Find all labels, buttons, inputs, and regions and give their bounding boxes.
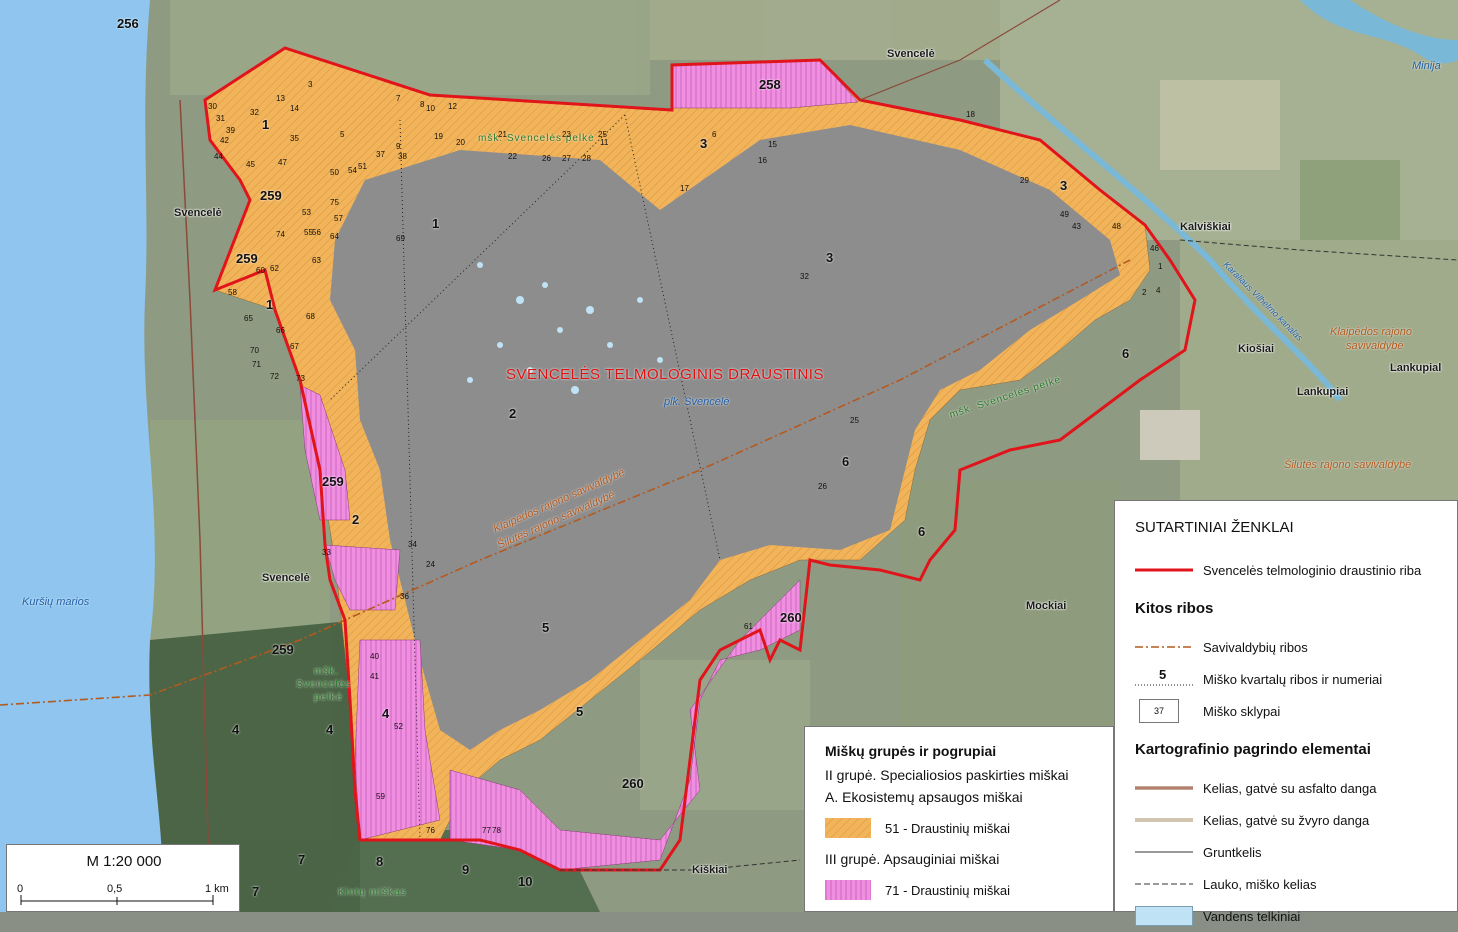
- legend-municipal-label: Savivaldybių ribos: [1203, 639, 1308, 655]
- legend-water: Vandens telkiniai: [1135, 900, 1437, 932]
- asphalt-road-symbol: [1135, 786, 1193, 790]
- legend-stand-box: 37: [1139, 699, 1179, 723]
- legend-road-asphalt-label: Kelias, gatvė su asfalto danga: [1203, 780, 1377, 796]
- quarter-line-symbol: [1135, 684, 1193, 686]
- legend-other-bounds: Kitos ribos: [1135, 600, 1214, 617]
- legend-quarters: 5 Miško kvartalų ribos ir numeriai: [1135, 663, 1437, 695]
- legend-item-51-label: 51 - Draustinių miškai: [885, 820, 1010, 836]
- gravel-road-symbol: [1135, 818, 1193, 822]
- legend-municipal: Savivaldybių ribos: [1135, 631, 1437, 663]
- reserve-boundary: [203, 46, 1197, 872]
- main-legend: SUTARTINIAI ŽENKLAI Svencelės telmologin…: [1114, 500, 1458, 926]
- scale-ruler: [20, 895, 214, 905]
- forest-group-2: II grupė. Specialiosios paskirties miška…: [825, 767, 1069, 783]
- legend-stands: 37 Miško sklypai: [1135, 695, 1437, 727]
- legend-road-asphalt: Kelias, gatvė su asfalto danga: [1135, 772, 1437, 804]
- peat-bog: [330, 125, 1120, 750]
- river-minija: [1300, 0, 1458, 64]
- scale-tick-05: 0,5: [107, 883, 123, 895]
- bog-pools: [467, 262, 663, 394]
- forest-groups-legend: Miškų grupės ir pogrupiai II grupė. Spec…: [804, 726, 1114, 912]
- scale-tick-0: 0: [17, 883, 24, 895]
- legend-field-road: Lauko, miško kelias: [1135, 868, 1437, 900]
- legend-quarters-label: Miško kvartalų ribos ir numeriai: [1203, 671, 1383, 687]
- boundary-line-symbol: [1135, 568, 1193, 572]
- legend-dirt-road-label: Gruntkelis: [1203, 844, 1262, 860]
- legend-item-71-label: 71 - Draustinių miškai: [885, 882, 1010, 898]
- legend-boundary: Svencelės telmologinio draustinio riba: [1135, 554, 1437, 586]
- quarter-boundaries: [329, 114, 721, 841]
- municipal-line-symbol: [1135, 646, 1193, 648]
- legend-boundary-label: Svencelės telmologinio draustinio riba: [1203, 562, 1422, 578]
- legend-field-road-label: Lauko, miško kelias: [1203, 876, 1317, 892]
- legend-stands-label: Miško sklypai: [1203, 703, 1281, 719]
- forest-sw: [140, 620, 360, 912]
- legend-water-label: Vandens telkiniai: [1203, 908, 1301, 924]
- forest-legend-title: Miškų grupės ir pogrupiai: [825, 743, 997, 759]
- canal: [982, 57, 1343, 402]
- field-road-symbol: [1135, 883, 1193, 885]
- scale-bar: M 1:20 000 0 0,5 1 km: [6, 844, 240, 912]
- water-swatch: [1135, 906, 1193, 926]
- scale-title: M 1:20 000: [86, 853, 162, 870]
- dirt-road-symbol: [1135, 851, 1193, 853]
- swatch-pink-hatch: [825, 880, 871, 900]
- farmland: [150, 0, 1458, 840]
- legend-dirt-road: Gruntkelis: [1135, 836, 1437, 868]
- forest-subgroup-a: A. Ekosistemų apsaugos miškai: [825, 789, 1023, 805]
- legend-title: SUTARTINIAI ŽENKLAI: [1135, 519, 1294, 536]
- scale-tick-1: 1 km: [205, 883, 229, 895]
- forest-group-3: III grupė. Apsauginiai miškai: [825, 851, 1000, 867]
- swatch-orange-hatch: [825, 818, 871, 838]
- municipal-boundary: [0, 259, 1131, 706]
- legend-base: Kartografinio pagrindo elementai: [1135, 741, 1371, 758]
- legend-road-gravel: Kelias, gatvė su žvyro danga: [1135, 804, 1437, 836]
- map-canvas[interactable]: [0, 0, 1458, 912]
- legend-quarter-number: 5: [1159, 667, 1167, 682]
- legend-item-51: 51 - Draustinių miškai: [825, 811, 1093, 845]
- legend-road-gravel-label: Kelias, gatvė su žvyro danga: [1203, 812, 1370, 828]
- lagoon: [0, 0, 163, 912]
- legend-item-71: 71 - Draustinių miškai: [825, 873, 1093, 907]
- roads: [179, 0, 1458, 912]
